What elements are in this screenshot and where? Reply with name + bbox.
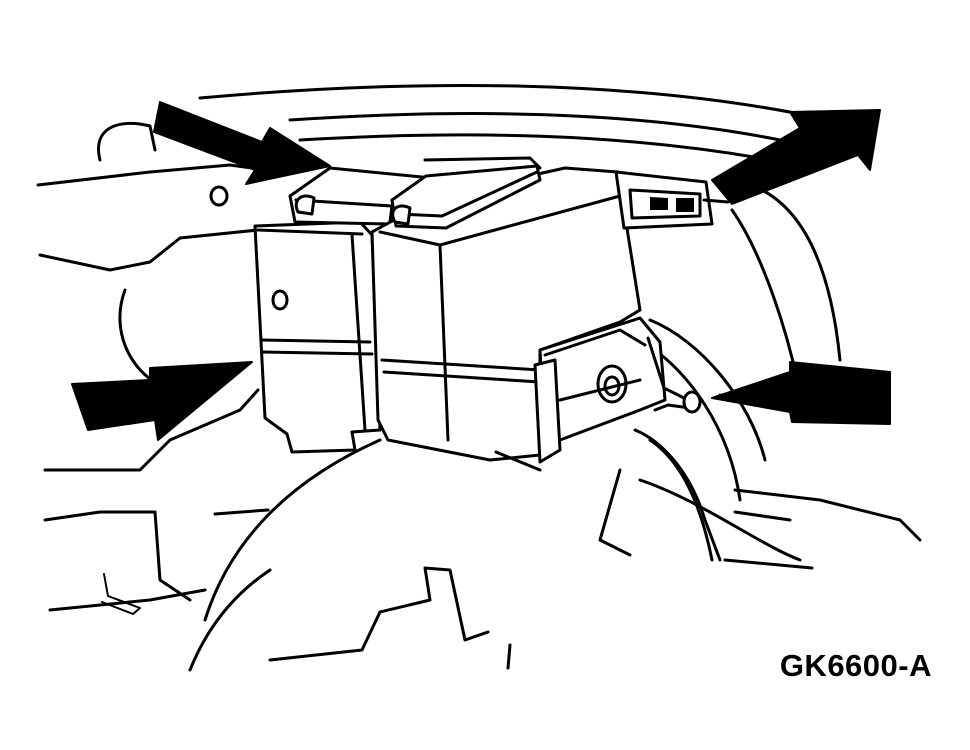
arrow-icon [711, 109, 881, 205]
arrow-icon [71, 361, 253, 441]
figure-code: GK6600-A [779, 648, 932, 683]
arrow-icon [153, 101, 331, 185]
arrow-top-right [711, 109, 881, 205]
arrow-top-left [153, 101, 331, 185]
arrow-icon [711, 361, 891, 425]
right-module [370, 156, 730, 472]
arrow-left [71, 361, 253, 441]
arrow-right [711, 361, 891, 425]
